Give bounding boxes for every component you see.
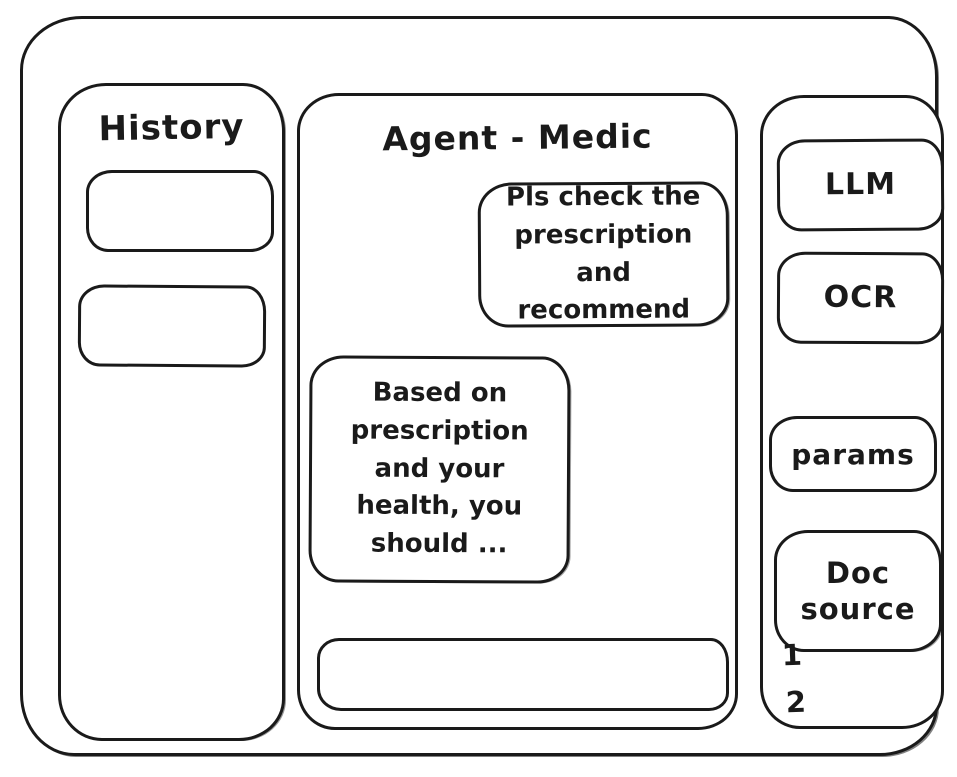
doc-source-item-2[interactable]: 2 — [785, 684, 807, 720]
history-item-1[interactable] — [86, 170, 274, 252]
app-window: History Agent - Medic Pls check the pres… — [20, 16, 945, 756]
agent-message-bubble: Based on prescription and your health, y… — [308, 355, 571, 584]
user-message-text: Pls check the prescription and recommend — [505, 181, 701, 326]
chat-title: Agent - Medic — [382, 116, 653, 159]
ocr-button[interactable]: OCR — [776, 251, 945, 345]
doc-source-item-1[interactable]: 1 — [781, 637, 803, 673]
history-sidebar: History — [58, 83, 285, 741]
doc-source-list: 1 2 — [781, 637, 807, 732]
chat-panel: Agent - Medic Pls check the prescription… — [297, 93, 738, 730]
llm-button[interactable]: LLM — [776, 138, 945, 232]
agent-message-text: Based on prescription and your health, y… — [350, 377, 529, 560]
user-message-bubble: Pls check the prescription and recommend — [477, 181, 730, 328]
params-button[interactable]: params — [769, 416, 937, 492]
history-item-2[interactable] — [77, 284, 267, 368]
history-title: History — [98, 106, 245, 150]
doc-source-button[interactable]: Doc source — [774, 530, 942, 652]
message-input[interactable] — [317, 638, 729, 711]
tools-sidebar: LLM OCR params Doc source 1 2 — [760, 95, 945, 732]
